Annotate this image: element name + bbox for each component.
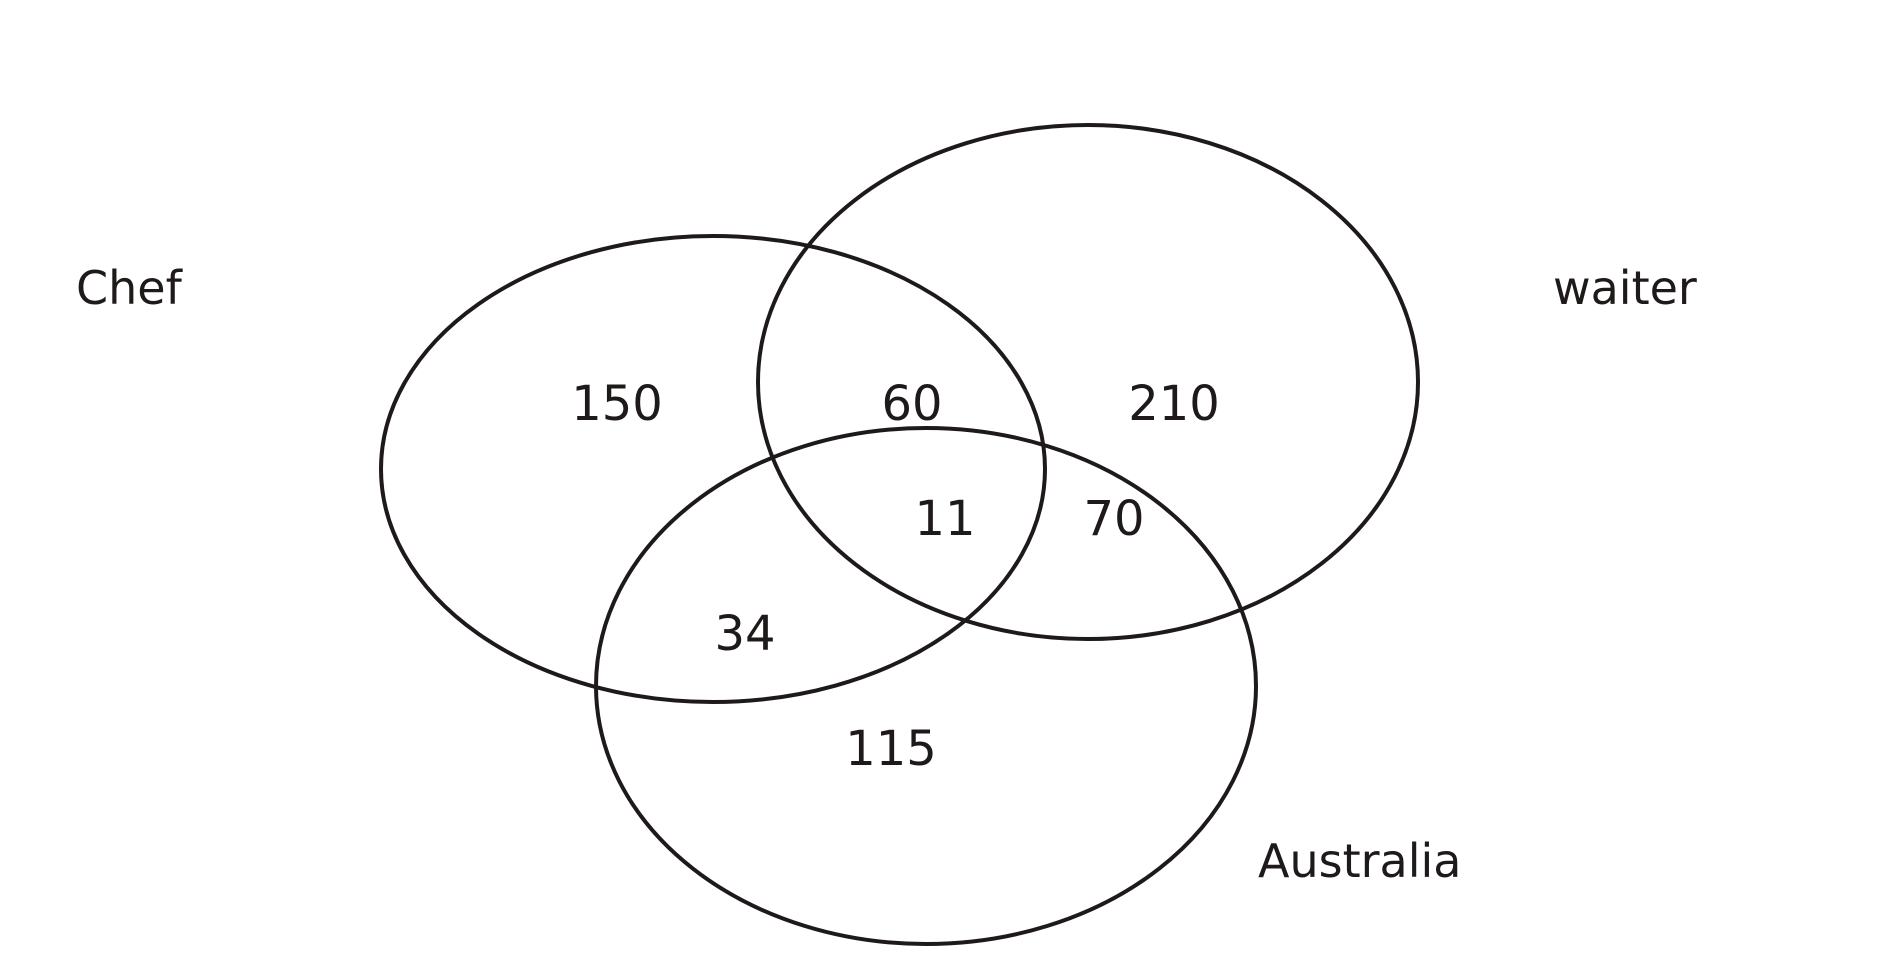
australia-only-count: 115 (845, 721, 937, 777)
waiter-australia-count: 70 (1083, 491, 1144, 547)
chef-australia-count: 34 (714, 606, 775, 662)
australia-label: Australia (1258, 834, 1461, 888)
chef-waiter-count: 60 (881, 376, 942, 432)
waiter-ellipse (756, 123, 1420, 641)
waiter-label: waiter (1553, 261, 1697, 315)
all-three-count: 11 (914, 491, 975, 547)
waiter-only-count: 210 (1128, 376, 1220, 432)
chef-label: Chef (76, 261, 184, 315)
chef-ellipse (379, 234, 1047, 704)
australia-ellipse (594, 426, 1258, 946)
chef-only-count: 150 (571, 376, 663, 432)
